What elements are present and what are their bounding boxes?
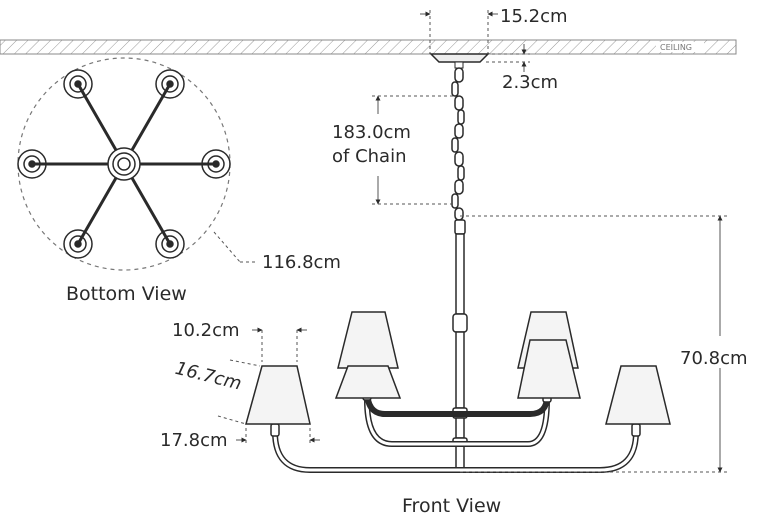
canopy-height-label: 2.3cm xyxy=(502,72,558,93)
shade-top-label: 10.2cm xyxy=(172,320,240,341)
upper-arm xyxy=(364,389,550,417)
bottom-view-caption: Bottom View xyxy=(66,283,187,305)
canopy-height-dimension xyxy=(486,44,530,72)
stem xyxy=(452,219,468,469)
chain-dimension xyxy=(372,95,455,205)
shade-dimension-lines xyxy=(217,327,320,446)
overall-height-dimension xyxy=(460,215,728,473)
shade-front-right xyxy=(517,339,581,399)
shade-front-left xyxy=(334,365,402,399)
ceiling-label: CEILING xyxy=(660,43,692,52)
middle-arm xyxy=(364,399,550,447)
shade-outer-left xyxy=(245,365,311,425)
chain-caption-label: of Chain xyxy=(332,146,407,167)
diameter-label: 116.8cm xyxy=(262,252,341,273)
ceiling: CEILING xyxy=(0,39,737,55)
canopy-width-label: 15.2cm xyxy=(500,6,568,27)
hub xyxy=(107,147,141,181)
chain-length-label: 183.0cm xyxy=(332,122,411,143)
front-view-caption: Front View xyxy=(402,495,501,517)
shade-height-label: 16.7cm xyxy=(173,358,244,395)
lamp-shades xyxy=(245,311,671,425)
arm-ends xyxy=(17,69,231,259)
lower-arm xyxy=(272,431,639,473)
overall-height-label: 70.8cm xyxy=(680,348,748,369)
shade-bottom-label: 17.8cm xyxy=(160,430,228,451)
canopy-width-dimension xyxy=(420,10,498,54)
chain xyxy=(451,67,465,221)
shade-outer-right xyxy=(605,365,671,425)
shade-rear-left xyxy=(337,311,399,369)
bottom-view xyxy=(17,57,258,271)
canopy xyxy=(429,53,490,63)
